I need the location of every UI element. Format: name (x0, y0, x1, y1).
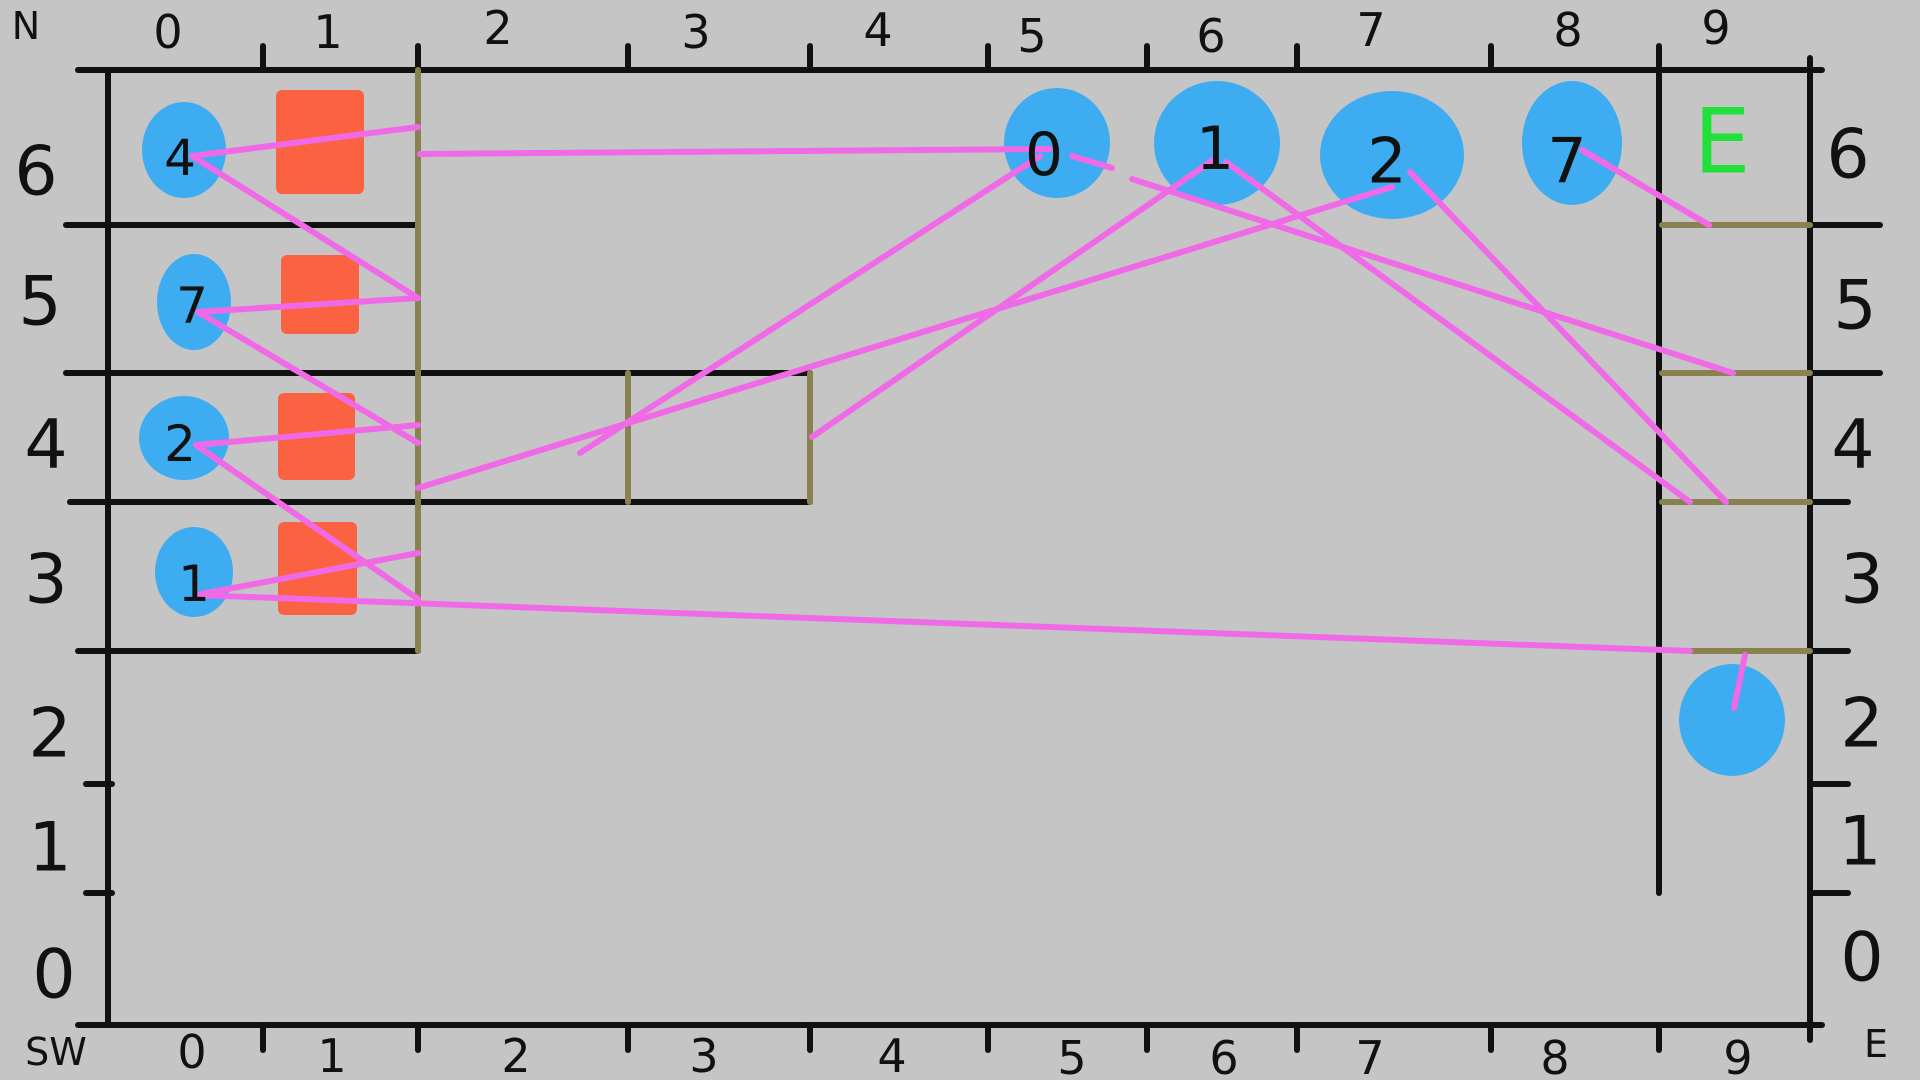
bottom-column-label: 2 (501, 1029, 530, 1080)
left-row-label: 6 (14, 133, 57, 212)
exit-label: E (1694, 90, 1751, 195)
left-row-label: 5 (18, 263, 61, 342)
top-column-label: 0 (153, 5, 182, 59)
connection-line (417, 146, 1053, 157)
connection-line (195, 309, 421, 446)
connection-line (193, 422, 421, 448)
connection-line (195, 295, 421, 315)
blue-token (1004, 88, 1110, 198)
connection-line (193, 550, 421, 598)
top-column-label: 7 (1356, 3, 1385, 57)
connection-lines (189, 124, 1748, 711)
top-column-label: 5 (1017, 9, 1046, 63)
top-column-label: 6 (1196, 9, 1225, 63)
connection-line (1223, 159, 1693, 505)
bottom-column-label: 5 (1057, 1031, 1086, 1080)
blue-token (1679, 664, 1785, 776)
connection-line (1731, 652, 1748, 711)
token-labels: 4 7 2 1 0 1 2 7 (164, 114, 1587, 613)
token-label: 1 (1196, 114, 1234, 184)
connection-line (809, 157, 1216, 440)
right-row-labels: 6 5 4 3 2 1 0 (1826, 116, 1883, 998)
top-column-label: 3 (681, 5, 710, 59)
connection-line (1069, 153, 1115, 171)
bottom-column-label: 4 (877, 1029, 906, 1080)
right-row-label: 2 (1840, 685, 1883, 764)
connection-line (577, 153, 1043, 456)
bottom-column-labels: 0 1 2 3 4 5 6 7 8 9 (177, 1025, 1752, 1080)
connection-line (1579, 147, 1712, 228)
left-row-label: 2 (28, 695, 71, 774)
connection-line (189, 124, 421, 159)
bottom-column-label: 0 (177, 1025, 206, 1079)
connection-line (1407, 169, 1729, 505)
top-column-label: 1 (313, 5, 342, 59)
east-corner-label: E (1864, 1022, 1888, 1066)
top-column-label: 9 (1701, 1, 1730, 55)
connection-line (189, 153, 421, 301)
right-row-label: 5 (1833, 267, 1876, 346)
bottom-column-label: 9 (1723, 1031, 1752, 1080)
right-row-label: 1 (1838, 803, 1881, 882)
board-frame (63, 43, 1883, 1053)
token-label: 0 (1025, 120, 1063, 190)
token-label: 1 (178, 555, 210, 613)
token-label: 7 (1547, 125, 1586, 198)
top-column-labels: 0 1 2 3 4 5 6 7 8 9 (153, 1, 1730, 63)
orange-block (281, 255, 359, 334)
token-label: 4 (164, 129, 196, 187)
left-row-label: 0 (32, 936, 75, 1015)
bottom-column-label: 6 (1209, 1031, 1238, 1080)
top-column-label: 4 (863, 3, 892, 57)
blue-token (1522, 81, 1622, 205)
blue-token (157, 254, 231, 350)
connection-line (193, 592, 1693, 654)
right-row-label: 6 (1826, 116, 1869, 195)
bottom-column-label: 7 (1355, 1031, 1384, 1080)
left-row-labels: 6 5 4 3 2 1 0 (14, 133, 75, 1015)
bottom-column-label: 8 (1540, 1031, 1569, 1080)
right-row-label: 4 (1831, 406, 1874, 485)
connection-line (193, 442, 421, 602)
token-label: 2 (164, 415, 196, 473)
blue-token (1154, 81, 1280, 205)
left-row-label: 4 (24, 406, 67, 485)
top-column-label: 8 (1553, 3, 1582, 57)
bottom-column-label: 3 (689, 1029, 718, 1080)
token-label: 2 (1367, 125, 1406, 198)
right-row-label: 3 (1840, 541, 1883, 620)
left-row-label: 1 (28, 809, 71, 888)
blue-token (139, 396, 229, 480)
right-row-label: 0 (1840, 919, 1883, 998)
token-label: 7 (176, 277, 208, 335)
left-row-label: 3 (24, 541, 67, 620)
connection-line (415, 184, 1395, 491)
top-column-label: 2 (483, 1, 512, 55)
blue-token (142, 102, 226, 198)
north-corner-label: N (12, 4, 40, 48)
southwest-corner-label: SW (25, 1030, 87, 1074)
bottom-column-label: 1 (317, 1029, 346, 1080)
connection-line (1129, 176, 1736, 376)
